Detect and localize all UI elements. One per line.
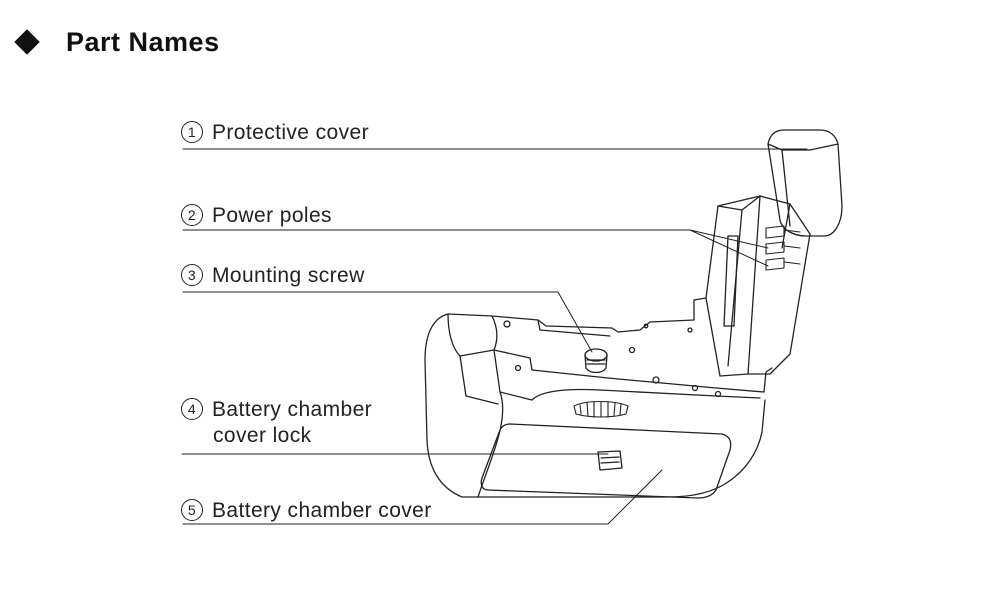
battery-insertion-shaft	[705, 195, 811, 377]
control-dial	[573, 400, 629, 418]
leader-line-3	[182, 291, 593, 353]
leader-lines	[181, 148, 808, 525]
power-poles	[765, 225, 801, 271]
grip-front-bevel	[531, 388, 761, 401]
grip-top-plate	[491, 297, 773, 398]
protective-cover	[767, 129, 843, 237]
battery-chamber-cover-lock	[597, 450, 623, 471]
battery-chamber-cover	[480, 423, 732, 499]
leader-line-5	[182, 469, 663, 525]
leader-line-2	[182, 229, 769, 267]
section-title: Part Names	[66, 26, 220, 57]
section-heading: Part Names	[12, 22, 220, 62]
mounting-screw	[584, 348, 608, 374]
